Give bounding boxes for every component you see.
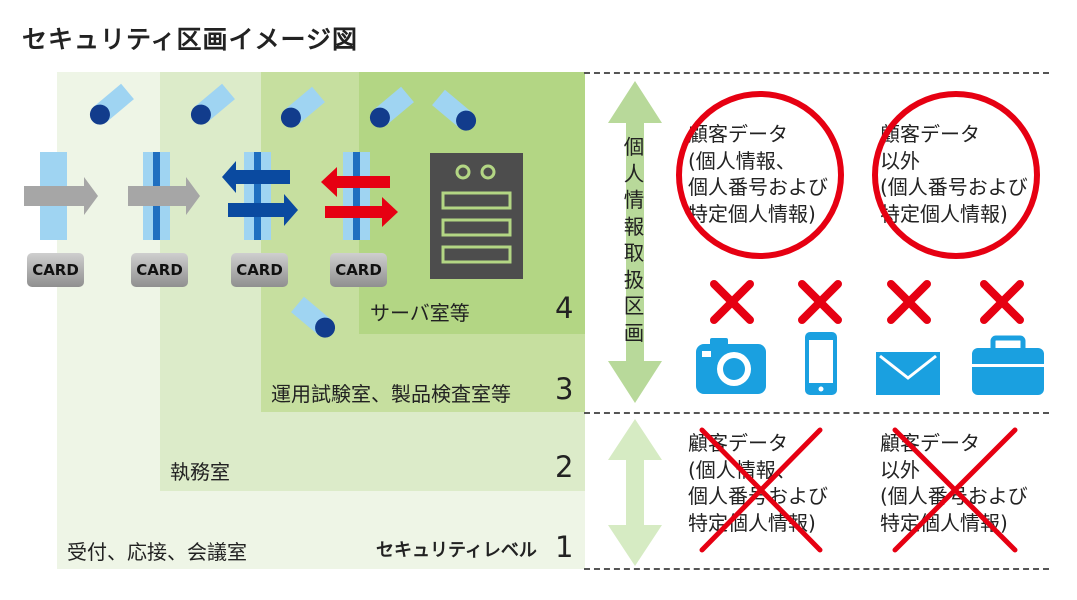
allowed-circle-icon bbox=[676, 91, 844, 259]
server-rack-icon bbox=[430, 153, 523, 279]
personal-info-area-label: 個人情報取扱区画 bbox=[623, 135, 645, 345]
zone-4-number: 4 bbox=[555, 291, 574, 325]
range-arrows bbox=[608, 81, 662, 566]
prohibited-x-icon bbox=[980, 280, 1024, 324]
allowed-circle-icon bbox=[872, 91, 1040, 259]
surveillance-cameras bbox=[24, 83, 523, 338]
general-range-arrow bbox=[608, 419, 662, 566]
customer-data-text-upper: 顧客データ (個人情報、 個人番号および 特定個人情報) bbox=[688, 122, 828, 226]
door-gate-3 bbox=[222, 152, 298, 240]
zone-1-number: 1 bbox=[555, 530, 574, 564]
card-reader-2: CARD bbox=[131, 253, 188, 287]
customer-data-text-lower: 顧客データ (個人情報、 個人番号および 特定個人情報) bbox=[688, 431, 828, 535]
other-data-text-upper: 顧客データ 以外 (個人番号および 特定個人情報) bbox=[880, 122, 1028, 226]
prohibited-x-icon bbox=[798, 280, 842, 324]
security-camera-icon bbox=[89, 83, 134, 125]
zone-2-number: 2 bbox=[555, 450, 574, 484]
security-camera-icon bbox=[190, 83, 235, 125]
cross-out-icon bbox=[699, 427, 823, 553]
page-title: セキュリティ区画イメージ図 bbox=[22, 25, 359, 54]
security-camera-icon bbox=[432, 89, 477, 131]
zone-1-name: 受付、応接、会議室 bbox=[67, 540, 247, 564]
door-gate-4 bbox=[321, 152, 398, 240]
crossed-out-marks bbox=[699, 427, 1018, 553]
briefcase-icon bbox=[972, 335, 1044, 395]
prohibited-x-icon bbox=[710, 280, 754, 324]
divider-bottom bbox=[584, 568, 1049, 570]
zone-2-name: 執務室 bbox=[170, 460, 230, 484]
zone-3-name: 運用試験室、製品検査室等 bbox=[271, 382, 511, 406]
mail-icon bbox=[876, 352, 940, 395]
door-gate-1 bbox=[24, 152, 98, 240]
allowed-circles bbox=[676, 91, 1040, 259]
divider-middle bbox=[584, 412, 1049, 414]
prohibited-x-icon bbox=[887, 280, 931, 324]
card-reader-1: CARD bbox=[27, 253, 84, 287]
zone-3-number: 3 bbox=[555, 372, 574, 406]
cross-out-icon bbox=[892, 427, 1018, 553]
personal-info-range-arrow bbox=[608, 81, 662, 403]
zone-4-name: サーバ室等 bbox=[370, 301, 470, 325]
prohibited-devices bbox=[696, 280, 1044, 395]
security-camera-icon bbox=[369, 86, 414, 128]
door-gate-2 bbox=[128, 152, 200, 240]
divider-top bbox=[584, 72, 1049, 74]
card-reader-3: CARD bbox=[231, 253, 288, 287]
security-camera-icon bbox=[280, 86, 325, 128]
camera-icon bbox=[696, 338, 766, 394]
smartphone-icon bbox=[805, 332, 837, 395]
card-reader-4: CARD bbox=[330, 253, 387, 287]
security-level-label: セキュリティレベル bbox=[376, 540, 537, 561]
security-camera-icon bbox=[291, 296, 336, 338]
